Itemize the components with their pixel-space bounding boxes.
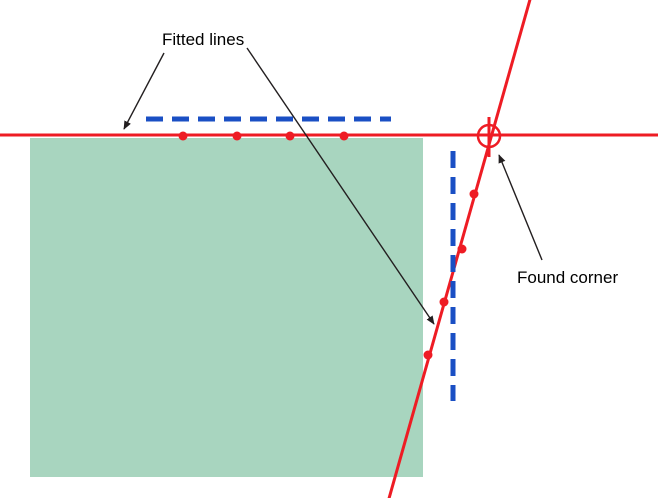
data-point	[423, 350, 433, 360]
shaded-region	[30, 138, 423, 477]
arrow-to-horizontal-line	[123, 52, 165, 130]
fitted-lines-label: Fitted lines	[162, 30, 244, 49]
arrow-to-diagonal-line	[246, 47, 435, 325]
data-point	[178, 131, 188, 141]
diagonal-data-points	[423, 189, 479, 360]
corner-circle-icon	[476, 123, 502, 149]
data-point	[339, 131, 349, 141]
data-point	[469, 189, 479, 199]
found-corner-marker	[476, 117, 502, 157]
arrow-to-corner	[498, 154, 543, 261]
data-point	[285, 131, 295, 141]
horizontal-data-points	[178, 131, 349, 141]
data-point	[457, 244, 467, 254]
data-point	[439, 297, 449, 307]
found-corner-label: Found corner	[517, 268, 618, 287]
data-point	[232, 131, 242, 141]
annotation-arrows	[123, 47, 543, 325]
